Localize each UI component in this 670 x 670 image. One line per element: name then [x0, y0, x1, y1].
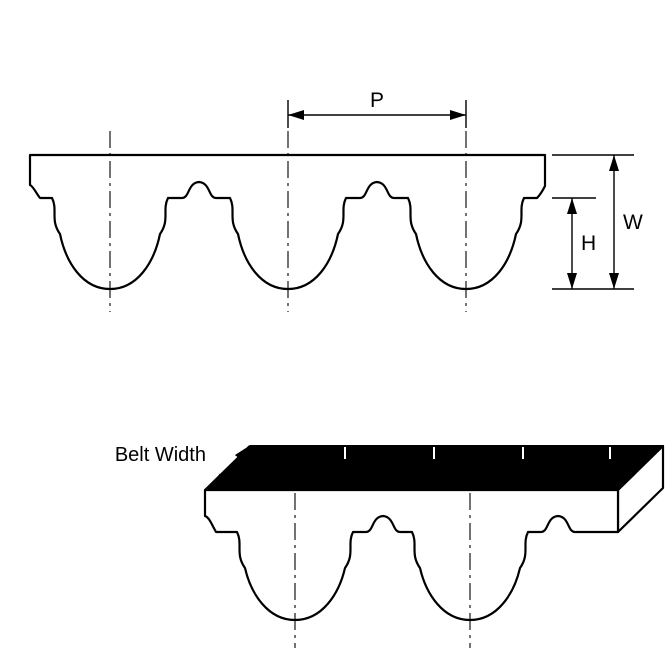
belt-front-outline — [203, 488, 620, 622]
belt-width-arrow — [212, 445, 250, 490]
perspective-view: Belt Width — [115, 444, 665, 648]
height-label: H — [581, 232, 596, 255]
pitch-label: P — [370, 89, 384, 112]
profile-view: P W H — [28, 89, 643, 312]
dimension-belt-width: Belt Width — [115, 444, 250, 490]
width-label: W — [623, 211, 643, 234]
dimension-width: W — [552, 154, 643, 290]
belt-width-label: Belt Width — [115, 444, 206, 466]
dimension-pitch: P — [287, 89, 467, 128]
dimension-height: H — [552, 197, 596, 289]
